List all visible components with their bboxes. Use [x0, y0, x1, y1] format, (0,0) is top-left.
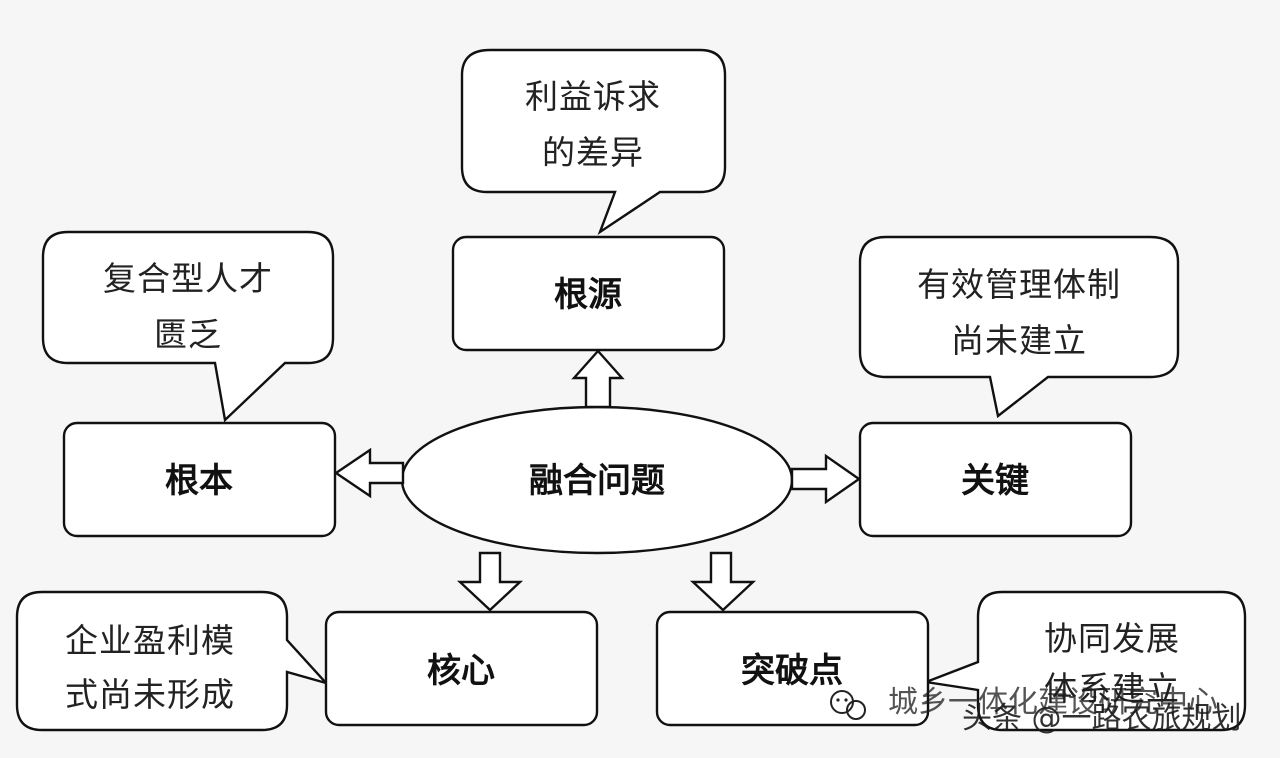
bubble-top: 利益诉求 的差异 — [460, 48, 727, 236]
center-label: 融合问题 — [529, 461, 665, 501]
node-bottom-left: 核心 — [324, 610, 599, 727]
node-top-box — [451, 235, 726, 352]
arrow-down-left — [456, 551, 524, 612]
node-right-label: 关键 — [961, 461, 1029, 501]
bubble-bottom-left-shape — [15, 590, 330, 732]
node-top: 根源 — [451, 235, 726, 352]
node-bottom-right: 突破点 — [655, 610, 930, 727]
bubble-top-line-1: 利益诉求 — [525, 77, 661, 116]
bubble-left: 复合型人才 匮乏 — [41, 230, 335, 423]
node-bottom-right-label: 突破点 — [741, 651, 843, 691]
bubble-left-line-2: 匮乏 — [154, 315, 222, 354]
node-bottom-left-box — [324, 610, 599, 727]
node-bottom-left-label: 核心 — [427, 651, 495, 691]
bubble-bottom-left: 企业盈利模 式尚未形成 — [15, 590, 330, 732]
bubble-bottom-right-line-1: 协同发展 — [1044, 619, 1180, 658]
arrow-down-right — [689, 551, 757, 612]
bubble-right-shape — [858, 235, 1180, 419]
bubble-bottom-left-line-1: 企业盈利模 — [65, 621, 235, 660]
node-top-label: 根源 — [554, 275, 622, 315]
arrow-right — [790, 453, 862, 505]
node-left-label: 根本 — [165, 461, 233, 501]
watermark-line-1: 城乡一体化建设研究中心 — [888, 685, 1218, 720]
bubble-top-shape — [460, 48, 727, 236]
center-node: 融合问题 — [400, 405, 794, 555]
bubble-right-line-1: 有效管理体制 — [917, 265, 1121, 304]
node-left-box — [62, 421, 337, 538]
node-bottom-right-box — [655, 610, 930, 727]
bubble-bottom-left-line-2: 式尚未形成 — [65, 675, 235, 714]
bubble-right: 有效管理体制 尚未建立 — [858, 235, 1180, 419]
node-right: 关键 — [858, 421, 1133, 538]
bubble-right-line-2: 尚未建立 — [951, 321, 1087, 360]
bubble-top-line-2: 的差异 — [542, 133, 644, 172]
arrow-up — [571, 349, 625, 409]
bubble-left-shape — [41, 230, 335, 423]
watermark: 城乡一体化建设研究中心 头条 @一路农旅规划 — [830, 685, 1242, 736]
watermark-line-2: 头条 @一路农旅规划 — [962, 701, 1242, 736]
bubble-bottom-right: 协同发展 体系建立 — [921, 590, 1247, 732]
node-left: 根本 — [62, 421, 337, 538]
bubble-bottom-right-shape — [921, 590, 1247, 732]
arrow-left — [333, 447, 405, 499]
bubble-left-line-1: 复合型人才 — [103, 259, 273, 298]
bubble-bottom-right-line-2: 体系建立 — [1044, 669, 1180, 708]
wechat-logo-icon — [830, 690, 866, 720]
